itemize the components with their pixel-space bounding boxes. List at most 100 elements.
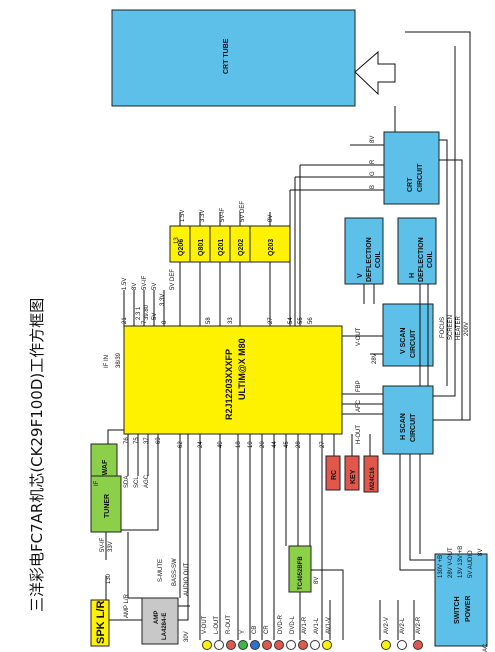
lbl-focus: FOCUS	[440, 317, 446, 338]
terminal-y	[238, 640, 248, 650]
lbl-54: 54	[288, 317, 294, 324]
lbl-33: 33	[228, 317, 234, 324]
lbl-45: 45	[284, 441, 290, 448]
lbl-pwr3: 13V 13V +B	[458, 546, 464, 578]
lbl-pwr4: 5V AUDIO	[468, 550, 474, 578]
terminal-av2-v	[381, 640, 391, 650]
lbl-if-in: IF IN	[104, 355, 110, 368]
v-scan-block	[382, 303, 434, 367]
lbl-39-80: 39.80	[144, 304, 150, 320]
v-scan-label-1: V SCAN	[400, 328, 407, 354]
lbl-200v: 200V	[464, 322, 470, 336]
amp-block	[141, 597, 179, 645]
lbl-v-out-2: V-OUT	[202, 615, 208, 634]
m24c16-label: M24C16	[370, 467, 376, 490]
lbl-62: 62	[178, 441, 184, 448]
wiring	[105, 31, 471, 640]
lbl-heater: HEATER	[456, 315, 462, 340]
lbl-av1-v: AV1-V	[326, 617, 332, 634]
swaf-label: SWAF	[102, 459, 109, 480]
terminal-av1-v	[322, 640, 332, 650]
q801-label: Q801	[198, 239, 205, 256]
v-deflection-coil-block	[344, 217, 384, 285]
amp-label-2: LA4284-E	[162, 613, 168, 640]
v-scan-label-2: CIRCUIT	[410, 329, 417, 358]
lbl-afc: AFC	[356, 399, 362, 412]
spk-block	[90, 599, 110, 647]
lbl-h-out: H-OUT	[356, 425, 362, 444]
lbl-38-39: 38/39	[116, 352, 122, 368]
lbl-agc: AGC	[144, 474, 150, 488]
lbl-3-3v: 3.3V	[200, 210, 206, 222]
tc4052-label: TC4052BFB	[298, 556, 304, 590]
terminal-cr	[262, 640, 272, 650]
lbl-7: 7	[142, 320, 148, 324]
key-label: KEY	[350, 469, 357, 484]
crt-arrow	[354, 50, 396, 96]
lbl-27: 27	[320, 441, 326, 448]
lbl-av1-l: AV1-L	[314, 617, 320, 634]
h-def-label-1: H	[409, 273, 416, 278]
q206-label: Q206	[178, 239, 185, 256]
terminal-cb	[250, 640, 260, 650]
lbl-pwr5: 8V	[478, 549, 484, 556]
h-def-label-3: COIL	[427, 251, 434, 268]
terminal-av1-l	[310, 640, 320, 650]
tuner-label: TUNER	[104, 494, 111, 518]
lbl-27b: 27	[268, 317, 274, 324]
crt-tube-block	[111, 9, 356, 107]
lbl-3-3v-b: 3.3V	[160, 294, 166, 306]
lbl-if: IF	[94, 480, 100, 486]
lbl-2-31: 2.3 1	[136, 306, 142, 320]
switch-power-label-2: POWER	[465, 596, 472, 622]
lbl-cb: CB	[252, 626, 258, 634]
lbl-scl: SCL	[134, 476, 140, 488]
lbl-28: 28	[296, 441, 302, 448]
terminal-dvd-r	[274, 640, 284, 650]
lbl-ac: AC	[483, 643, 489, 652]
terminal-av1-r	[298, 640, 308, 650]
lbl-55: 55	[298, 317, 304, 324]
lbl-pwr2: 28V V-OUT	[448, 547, 454, 578]
switch-power-label-1: SWITCH	[454, 596, 461, 624]
lbl-76: 76	[124, 437, 130, 444]
lbl-8v-d: 8V	[314, 577, 320, 584]
crt-circuit-label-1: CRT	[407, 177, 414, 192]
q203-label: Q203	[268, 239, 275, 256]
switch-power-block	[434, 553, 488, 647]
lbl-cr: CR	[264, 625, 270, 634]
lbl-dvd-r: DVD-R	[278, 614, 284, 634]
lbl-av2-l: AV2-L	[400, 617, 406, 634]
terminal-av2-l	[397, 640, 407, 650]
lbl-5v: 5V	[152, 283, 158, 290]
lbl-dvd-l: DVD-L	[290, 615, 296, 634]
lbl-screen: SCREEN	[448, 315, 454, 340]
lbl-49: 49	[218, 441, 224, 448]
lbl-8v: 8V	[370, 136, 376, 143]
lbl-y: Y	[240, 630, 246, 634]
lbl-av2-v: AV2-V	[384, 617, 390, 634]
lbl-20: 20	[260, 441, 266, 448]
lbl-30v: 30V	[184, 631, 190, 642]
lbl-37: 37	[144, 437, 150, 444]
crt-circuit-block	[383, 131, 440, 205]
lbl-24: 24	[198, 441, 204, 448]
lbl-44: 44	[272, 441, 278, 448]
terminal-av2-r	[413, 640, 423, 650]
lbl-sda: SDA	[124, 476, 130, 488]
lbl-8v-c: 8V	[132, 283, 138, 290]
lbl-8v-b: 8V	[268, 215, 274, 222]
h-scan-label-2: CIRCUIT	[410, 413, 417, 442]
lbl-19: 19	[248, 441, 254, 448]
crt-tube-label: CRT TUBE	[223, 38, 230, 74]
m24c16-block	[363, 455, 379, 493]
lbl-5v-if-c: 5V-IF	[100, 537, 106, 552]
terminal-l-out	[214, 640, 224, 650]
lbl-8: 8	[162, 320, 168, 324]
lbl-av1-r: AV1-R	[302, 616, 308, 634]
amp-label-1: AMP	[154, 611, 160, 624]
lbl-5v-b: 5V	[152, 313, 158, 320]
lbl-130: 130	[106, 573, 112, 584]
lbl-fbp: FBP	[356, 380, 362, 392]
